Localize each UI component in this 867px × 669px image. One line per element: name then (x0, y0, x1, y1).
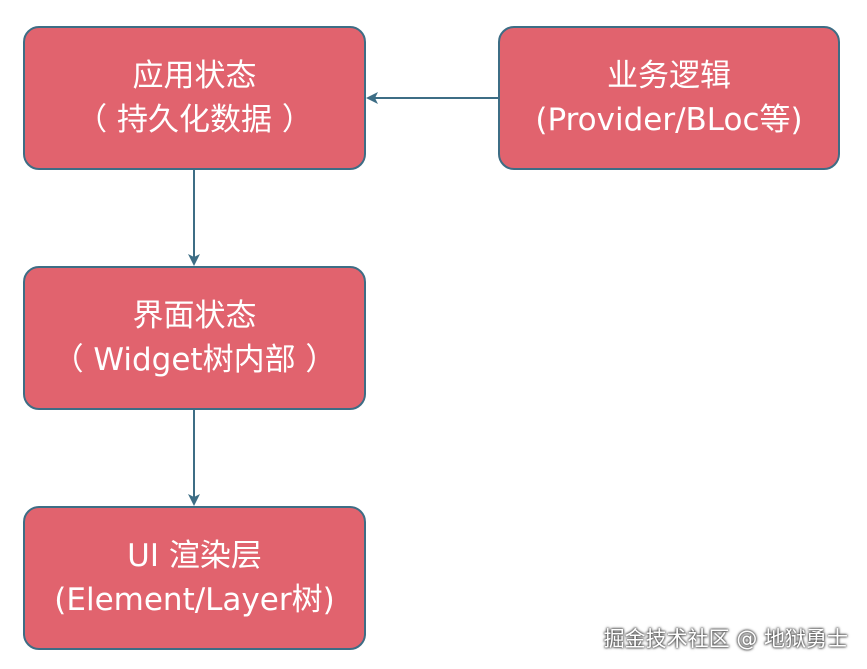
node-app-state-subtitle: （ 持久化数据 ） (76, 102, 313, 138)
node-ui-state: 界面状态 （ Widget树内部 ） (23, 266, 366, 410)
node-render-layer: UI 渲染层 (Element/Layer树) (23, 506, 366, 650)
node-business-logic-title: 业务逻辑 (607, 58, 731, 94)
node-ui-state-title: 界面状态 (132, 298, 257, 334)
node-app-state: 应用状态 （ 持久化数据 ） (23, 26, 366, 170)
watermark: 掘金技术社区 @ 地狱勇士 (603, 627, 848, 651)
node-render-layer-subtitle: (Element/Layer树) (54, 582, 335, 618)
node-ui-state-subtitle: （ Widget树内部 ） (52, 342, 337, 378)
node-app-state-title: 应用状态 (132, 58, 257, 94)
node-render-layer-title: UI 渲染层 (127, 538, 262, 574)
node-business-logic-subtitle: (Provider/BLoc等) (535, 102, 803, 138)
node-business-logic: 业务逻辑 (Provider/BLoc等) (498, 26, 840, 170)
